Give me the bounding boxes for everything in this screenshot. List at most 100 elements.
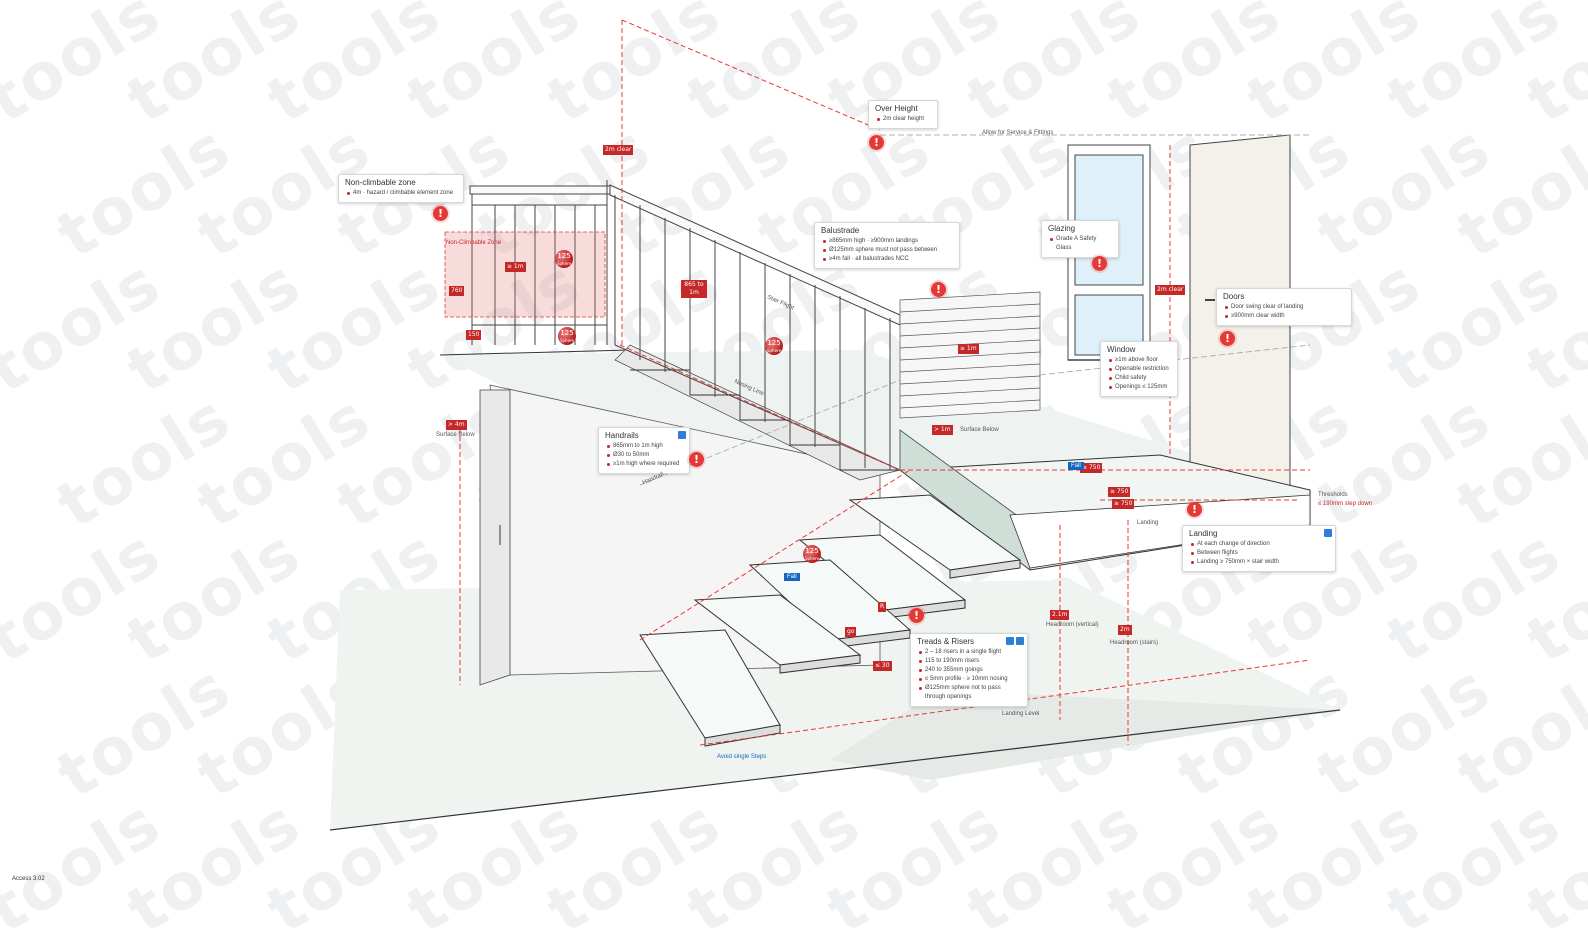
callout-item: ≥1m high where required [607, 460, 683, 469]
callout-item: Between flights [1191, 549, 1329, 558]
callout-item: Door swing clear of landing [1225, 303, 1345, 312]
dim-tag: ≥ 1m [505, 262, 526, 272]
label-surface-ref: Surface Below [960, 427, 999, 433]
sphere-value: 125 [557, 252, 571, 260]
alert-icon[interactable]: ! [1220, 331, 1235, 346]
callout-doors[interactable]: Doors Door swing clear of landing ≥900mm… [1216, 288, 1352, 326]
callout-title: Balustrade [821, 226, 860, 235]
callout-item: ≥4m fall · all balustrades NCC [823, 255, 953, 264]
callout-handrails[interactable]: Handrails 865mm to 1m high Ø30 to 50mm ≥… [598, 427, 690, 474]
alert-icon[interactable]: ! [869, 135, 884, 150]
dim-tag: R [878, 602, 887, 612]
callout-item: 865mm to 1m high [607, 442, 683, 451]
dim-tag: 865 to 1m [681, 280, 707, 298]
sphere-label: Sphere [804, 556, 820, 561]
label-surface-below: Surface Below [436, 432, 475, 438]
sphere-label: Sphere [556, 261, 572, 266]
callout-title: Window [1107, 345, 1136, 354]
image-icon[interactable] [1006, 637, 1014, 645]
alert-icon[interactable]: ! [689, 452, 704, 467]
dim-tag: 2m clear [1155, 285, 1186, 295]
callout-window[interactable]: Window ≥1m above floor Openable restrict… [1100, 341, 1178, 397]
callout-item: 2m clear height [877, 115, 931, 124]
dim-tag: ≥ 750 [1080, 463, 1103, 473]
image-icon[interactable] [678, 431, 686, 439]
callout-item: 2 – 18 risers in a single flight [919, 648, 1021, 657]
alert-icon[interactable]: ! [433, 206, 448, 221]
alert-icon[interactable]: ! [1187, 502, 1202, 517]
dim-tag: ≥ 1m [958, 344, 979, 354]
callout-treads-risers[interactable]: Treads & Risers 2 – 18 risers in a singl… [910, 633, 1028, 707]
callout-title: Treads & Risers [917, 637, 975, 646]
stair-soffit [614, 344, 902, 481]
label-avoid-single: Avoid single Steps [717, 754, 767, 760]
ground-shadow [830, 690, 1340, 780]
callout-item: Ø125mm sphere must not pass between [823, 246, 953, 255]
alert-icon[interactable]: ! [1092, 256, 1107, 271]
info-icons [678, 431, 686, 439]
dim-tag: 150 [466, 330, 482, 340]
door-frame-under [479, 389, 511, 686]
alert-icon[interactable]: ! [909, 608, 924, 623]
callout-title: Doors [1223, 292, 1245, 301]
callout-item: ≥865mm high · ≥900mm landings [823, 237, 953, 246]
dim-tag: 2m clear [603, 145, 634, 155]
callout-item: Ø30 to 50mm [607, 451, 683, 460]
info-icons [1324, 529, 1332, 537]
callout-overhead[interactable]: Over Height 2m clear height [868, 100, 938, 129]
thresholds-item: ≤ 190mm step down [1318, 501, 1372, 507]
callout-item: Grade A Safety Glass [1050, 235, 1112, 253]
image-icon[interactable] [1324, 529, 1332, 537]
callout-item: ≥900mm clear width [1225, 312, 1345, 321]
dim-tag: ≥ 750 [1108, 487, 1131, 497]
label-headroom-stairs: Headroom (stairs) [1110, 640, 1159, 646]
stair-treads [639, 494, 1022, 747]
dim-tag: > 4m [446, 420, 467, 430]
dim-tag: 760 [449, 286, 465, 296]
stair-illustration [329, 19, 1341, 831]
callout-item: At each change of direction [1191, 540, 1329, 549]
dim-tag: go [845, 627, 857, 637]
sphere-label: Sphere [559, 338, 575, 343]
dim-tag: 2m [1118, 625, 1132, 635]
callout-title: Landing [1189, 529, 1218, 538]
landing-screen [899, 291, 1041, 419]
dim-tag: ≤ 30 [873, 661, 892, 671]
dim-tag: 2.1m [1050, 610, 1070, 620]
page-footer: Access 3.02 [12, 876, 45, 882]
dim-tag: > 1m [932, 425, 953, 435]
callout-landing[interactable]: Landing At each change of direction Betw… [1182, 525, 1336, 572]
image-icon[interactable] [1016, 637, 1024, 645]
alert-icon[interactable]: ! [931, 282, 946, 297]
label-landing-level: Landing Level [1002, 711, 1040, 717]
callout-item: 115 to 190mm risers [919, 657, 1021, 666]
ground-edge [329, 709, 1341, 831]
label-non-climbable-zone: Non-Climbable Zone [446, 240, 502, 246]
label-headroom: Headroom (vertical) [1046, 622, 1099, 628]
dim-tag: ≥ 750 [1112, 499, 1135, 509]
callout-item: ≤ 5mm profile · ≥ 10mm nosing [919, 675, 1021, 684]
info-icons [1006, 637, 1024, 645]
callout-item: Ø125mm sphere not to pass through openin… [919, 684, 1021, 702]
sphere-value: 125 [805, 547, 819, 555]
callout-item: ≥1m above floor [1109, 356, 1171, 365]
callout-item: Child safety [1109, 374, 1171, 383]
callout-item: 240 to 355mm goings [919, 666, 1021, 675]
callout-item: Landing ≥ 750mm × stair width [1191, 558, 1329, 567]
callout-non-climbable[interactable]: Non-climbable zone 4m · hazard / climbab… [338, 174, 464, 203]
fall-stair-tag: Fall [784, 573, 800, 581]
callout-item: Openings ≤ 125mm [1109, 383, 1171, 392]
callout-title: Glazing [1048, 224, 1076, 233]
callout-glazing[interactable]: Glazing Grade A Safety Glass [1041, 220, 1119, 258]
non-climbable-zone-area [444, 231, 606, 318]
callout-item: 4m · hazard / climbable element zone [347, 189, 457, 198]
callout-balustrade[interactable]: Balustrade ≥865mm high · ≥900mm landings… [814, 222, 960, 269]
upper-balustrade [469, 180, 611, 345]
callout-title: Over Height [875, 104, 918, 113]
callout-item: Openable restriction [1109, 365, 1171, 374]
